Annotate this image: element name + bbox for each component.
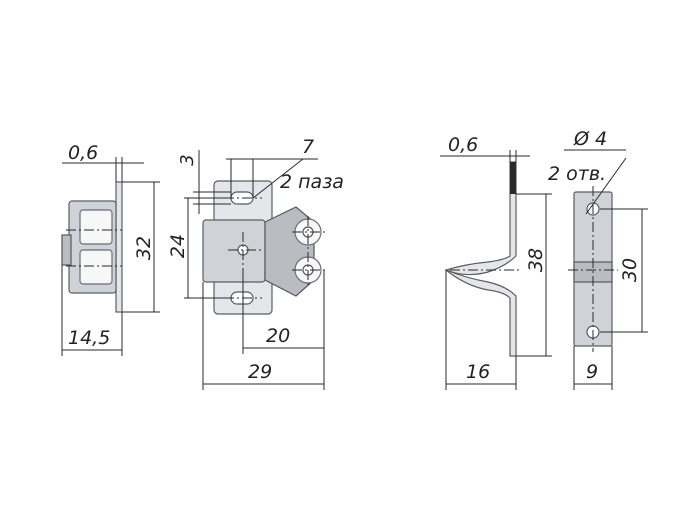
spring-dim-depth: 16: [466, 361, 490, 383]
strike-plate-leader-hole: [585, 157, 627, 215]
front-view-dim-overall-width: 29: [248, 361, 272, 383]
strike-plate-dim-hole-diameter: Ø 4: [573, 128, 607, 150]
front-view-dim-offset: 3: [177, 154, 198, 165]
front-view-slot-note: 2 паза: [280, 171, 344, 193]
side-view-dim-thickness: 0,6: [68, 142, 98, 164]
side-view-dim-height: 32: [133, 236, 155, 260]
spring-profile-view: 0,6 38 16: [440, 134, 552, 390]
spring-dim-height: 38: [525, 248, 547, 272]
front-view-dim-slot-width: 7: [302, 136, 314, 158]
spring-profile-lower: [445, 269, 517, 357]
strike-plate-view: Ø 4 2 отв. 30 9: [548, 128, 648, 390]
strike-plate-dim-width: 9: [586, 361, 598, 383]
front-view-leader-slot: [252, 158, 304, 199]
side-view: 0,6 32 14,5: [61, 142, 160, 356]
front-view-dim-center-to-roller: 20: [266, 325, 290, 347]
spring-dim-thickness: 0,6: [448, 134, 478, 156]
spring-profile-mount: [510, 162, 516, 194]
strike-plate-dim-hole-spacing: 30: [619, 258, 641, 282]
front-view: 3 7 2 паза 24 20 29: [167, 136, 344, 390]
side-view-roller-top: [79, 209, 113, 245]
strike-plate-hole-note: 2 отв.: [548, 163, 606, 185]
side-view-axle-cap: [61, 234, 72, 266]
side-view-roller-bottom: [79, 249, 113, 285]
side-view-plate: [115, 181, 123, 313]
front-view-body: [202, 219, 266, 283]
front-view-dim-slot-spacing: 24: [167, 234, 189, 258]
spring-profile-upper: [444, 161, 517, 276]
side-view-dim-depth: 14,5: [68, 327, 110, 349]
